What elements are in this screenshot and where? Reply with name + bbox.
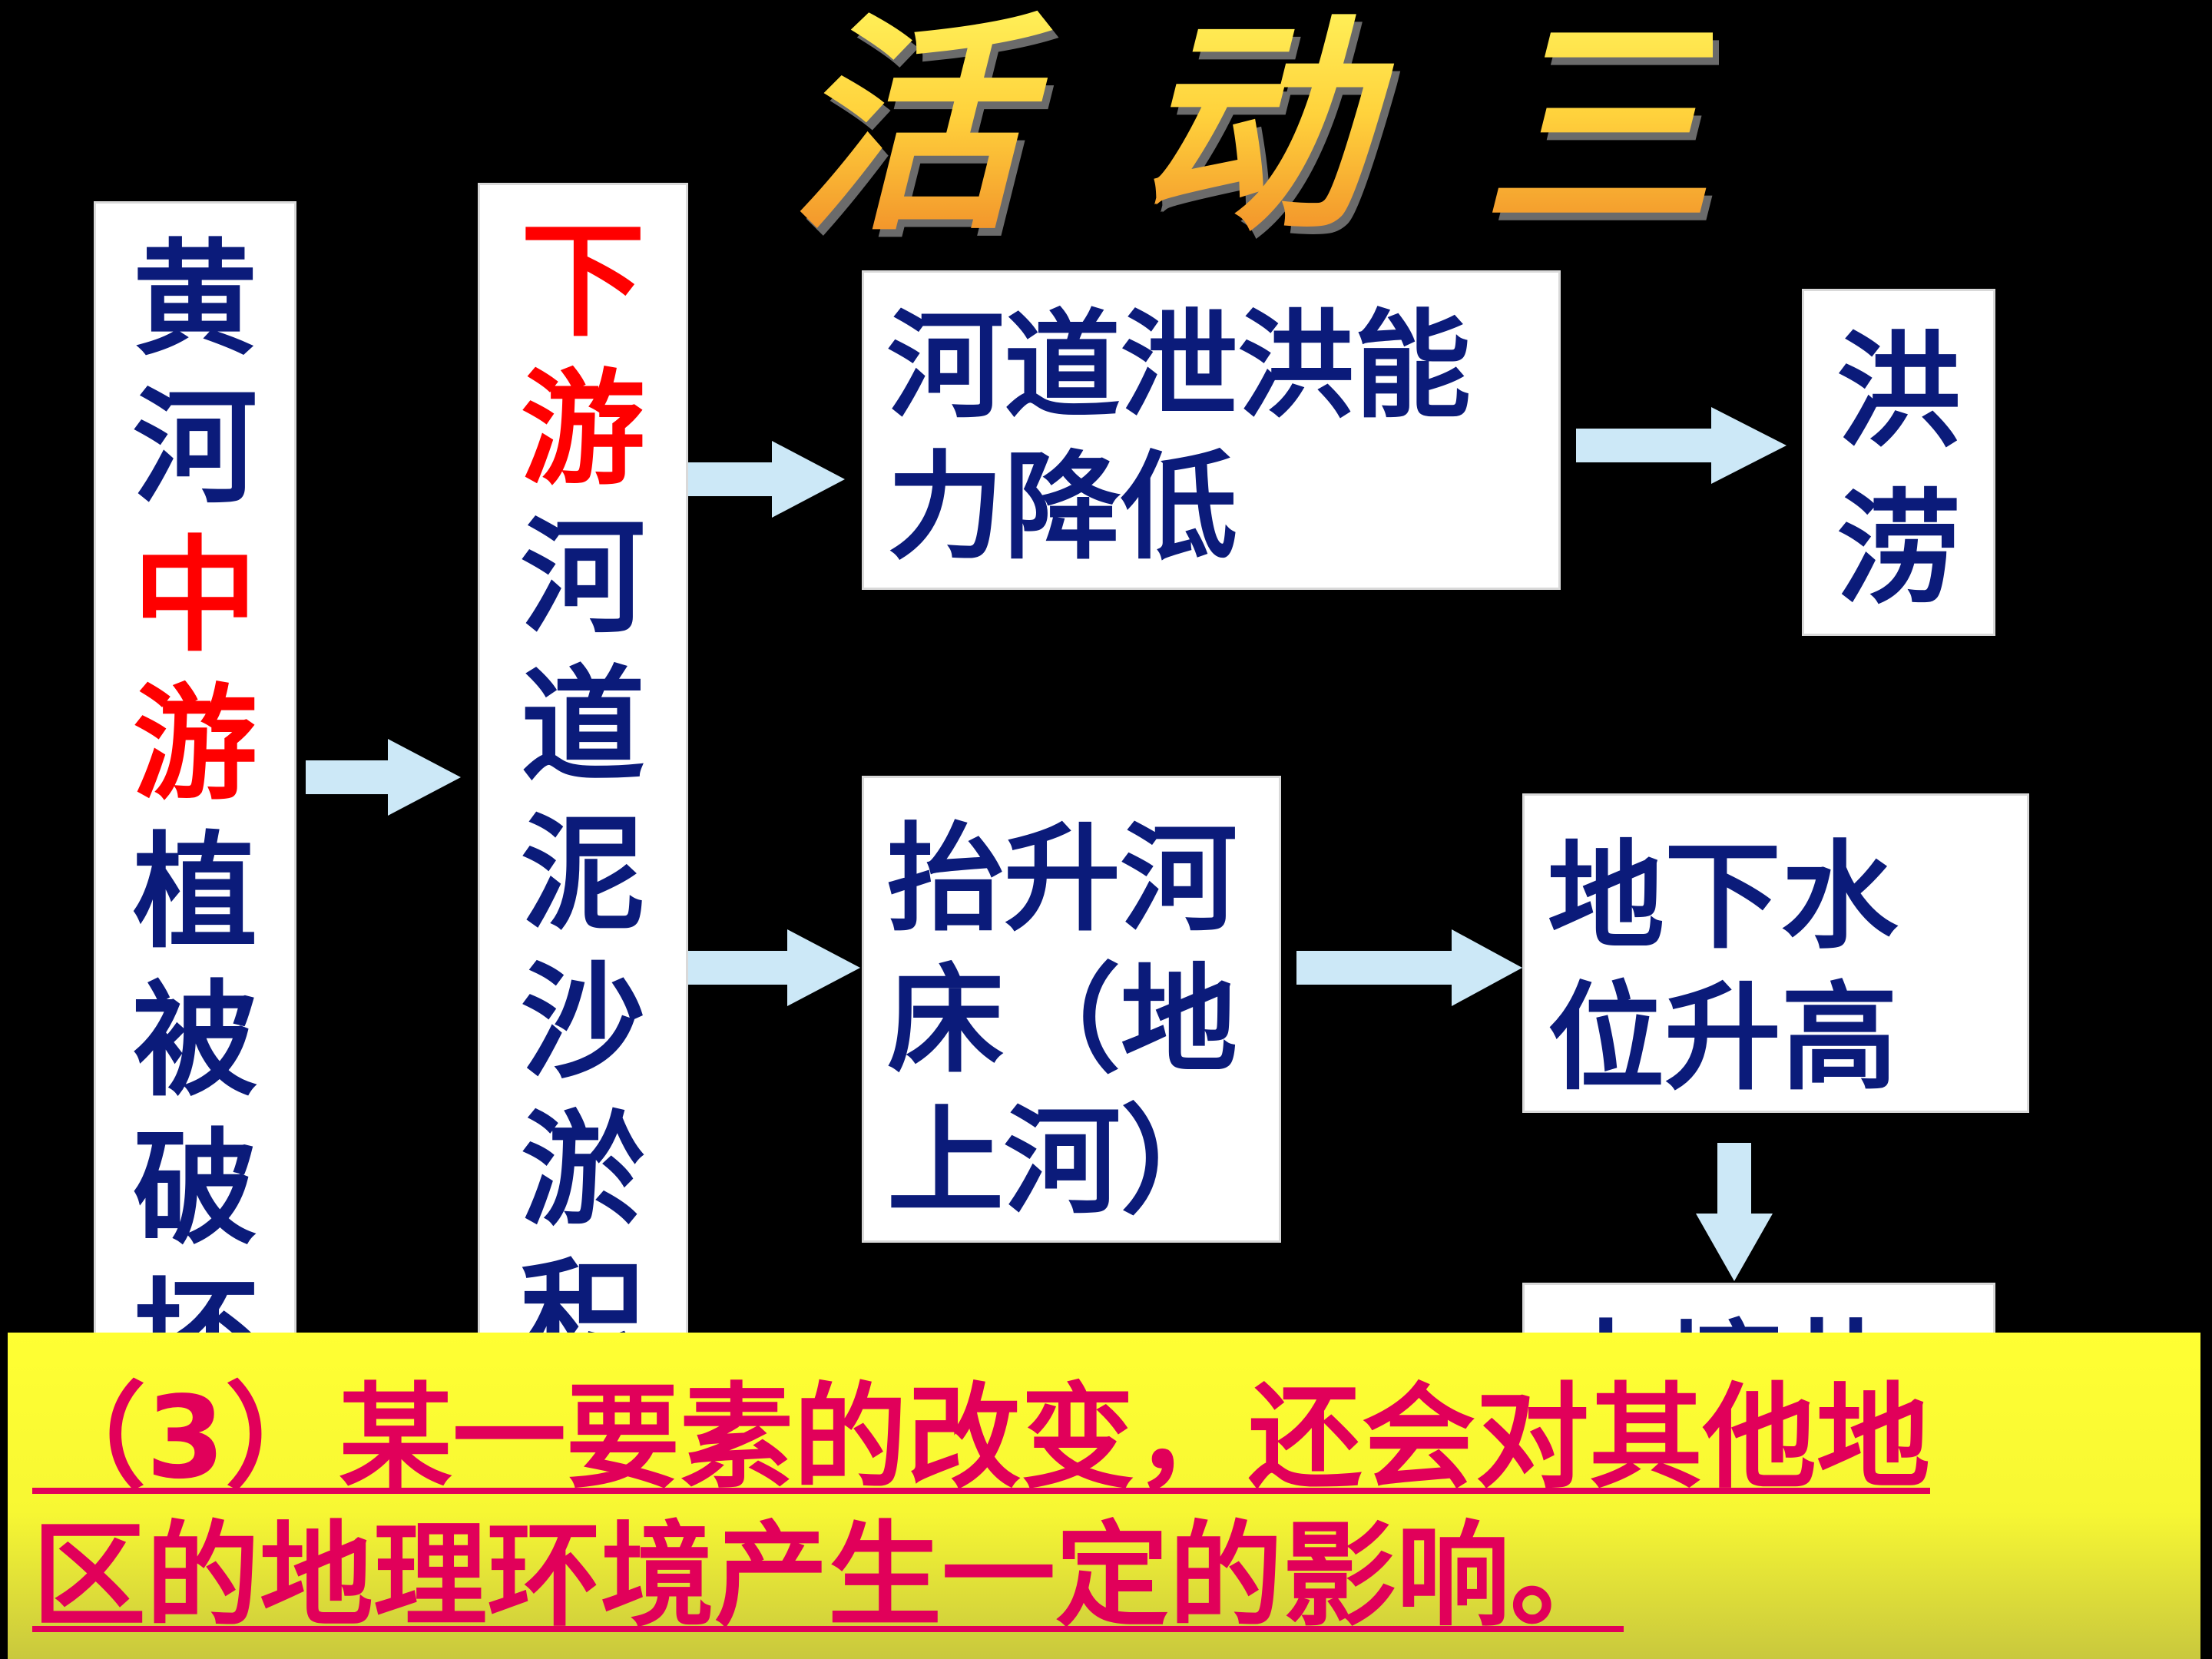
arrow-down-icon	[1696, 1143, 1773, 1281]
arrow-right-icon	[306, 739, 461, 816]
node-char: 道	[521, 654, 645, 799]
node-flood-capacity-reduced: 河道泄洪能 力降低	[862, 270, 1561, 590]
node-char: 被	[133, 969, 257, 1114]
node-char: 中	[133, 525, 257, 669]
node-raised-riverbed: 抬升河 床（地 上河）	[862, 776, 1281, 1243]
node-char: 沙	[521, 951, 645, 1095]
node-line: 上河）	[887, 1094, 1237, 1230]
node-line: 地下水	[1548, 829, 1898, 965]
summary-banner: （3）某一要素的改变，还会对其他地 区的地理环境产生一定的影响。	[8, 1333, 2200, 1659]
node-char: 涝	[1836, 478, 1961, 622]
node-flood: 洪 涝	[1802, 289, 1995, 636]
node-groundwater-rise: 地下水 位升高	[1522, 793, 2029, 1113]
node-line: 位升高	[1548, 970, 1898, 1106]
arrow-right-icon	[1296, 929, 1522, 1006]
node-vegetation-destruction: 黄 河 中 游 植 被 破 坏	[94, 201, 296, 1410]
node-char: 泥	[521, 803, 645, 947]
node-char: 下	[521, 210, 645, 354]
arrow-right-icon	[688, 929, 860, 1006]
node-char: 淤	[521, 1099, 645, 1243]
summary-line-1: （3）某一要素的改变，还会对其他地	[32, 1372, 1930, 1504]
node-char: 河	[133, 376, 257, 521]
arrow-right-icon	[688, 441, 845, 518]
node-line: 床（地	[887, 952, 1237, 1088]
node-char: 洪	[1836, 320, 1961, 465]
summary-line-2: 区的地理环境产生一定的影响。	[32, 1510, 1624, 1642]
node-line: 河道泄洪能	[887, 298, 1471, 434]
node-char: 破	[133, 1118, 257, 1262]
arrow-right-icon	[1576, 407, 1786, 484]
node-line: 力降低	[887, 439, 1237, 575]
node-char: 黄	[133, 228, 257, 373]
node-char: 河	[521, 506, 645, 651]
node-line: 抬升河	[887, 811, 1237, 947]
node-char: 植	[133, 821, 257, 965]
node-char: 游	[133, 673, 257, 817]
node-char: 游	[521, 358, 645, 502]
node-sediment-deposition: 下 游 河 道 泥 沙 淤 积	[478, 183, 688, 1392]
